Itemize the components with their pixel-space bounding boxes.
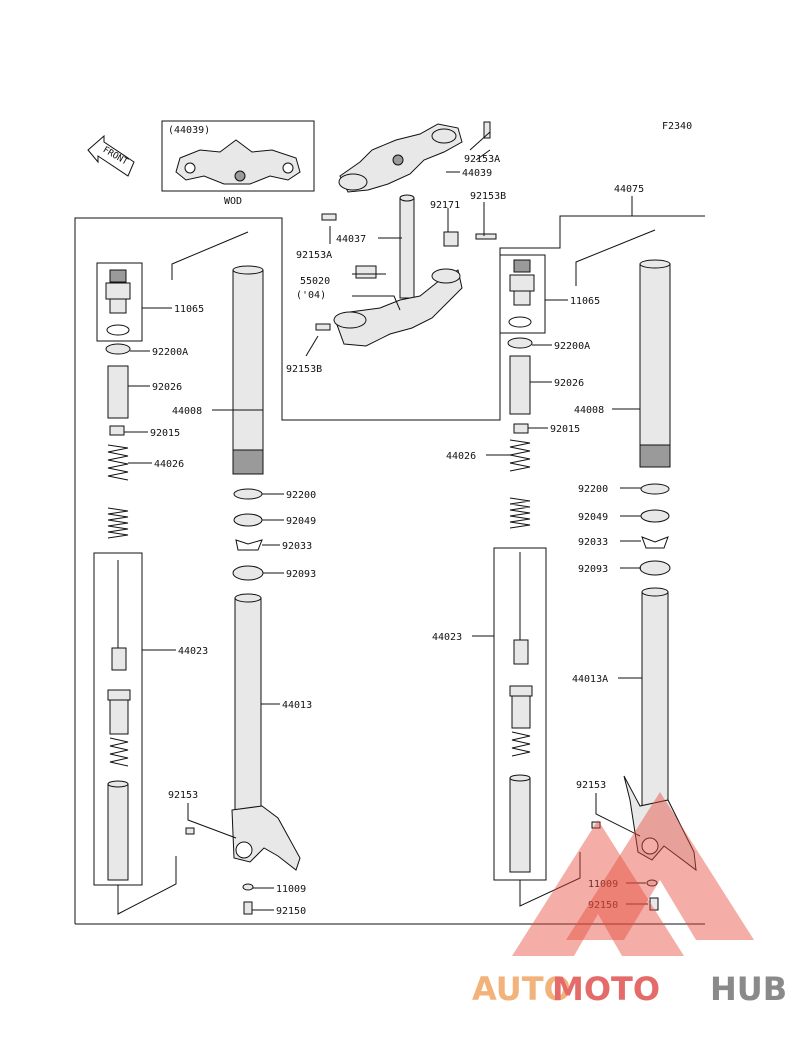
inset-box: (44039) WOD [161,120,315,207]
label-right-11065: 11065 [570,296,600,307]
label-right-44013A: 44013A [572,674,608,685]
steering-stem [399,194,415,299]
leader-lines [117,149,656,915]
label-left-44013: 44013 [282,700,312,711]
label-right-44023: 44023 [432,632,462,643]
label-left-92026: 92026 [152,382,182,393]
upper-triple-clamp [338,121,491,193]
label-top-44037: 44037 [336,234,366,245]
label-right-92150: 92150 [588,900,618,911]
watermark-text-auto: AUTO [472,970,571,1008]
part-labels: 11065 92200A 92026 44008 92015 44026 922… [150,154,644,917]
label-right-92033: 92033 [578,537,608,548]
label-left-44008: 44008 [172,406,202,417]
label-right-92153: 92153 [576,780,606,791]
label-left-44023: 44023 [178,646,208,657]
label-right-92093: 92093 [578,564,608,575]
label-top-92153A-2: 92153A [296,250,332,261]
label-top-92171: 92171 [430,200,460,211]
label-right-92026: 92026 [554,378,584,389]
label-right-44075: 44075 [614,184,644,195]
label-right-11009: 11009 [588,879,618,890]
label-left-92150: 92150 [276,906,306,917]
front-arrow-icon: FRONT [87,134,135,177]
right-fork-assembly [493,254,697,911]
watermark-text-moto: MOTO [552,970,660,1008]
watermark-text-hub: HUB [710,970,787,1008]
label-left-92200A: 92200A [152,347,188,358]
label-left-92200: 92200 [286,490,316,501]
label-left-11065: 11065 [174,304,204,315]
label-right-44026: 44026 [446,451,476,462]
label-left-92033: 92033 [282,541,312,552]
label-top-04: ('04) [296,290,326,301]
label-left-92015: 92015 [150,428,180,439]
watermark-logo: AUTO MOTO HUB [472,792,787,1008]
label-left-92153: 92153 [168,790,198,801]
label-right-92200: 92200 [578,484,608,495]
label-right-44008: 44008 [574,405,604,416]
label-top-92153B-1: 92153B [470,191,506,202]
label-left-92049: 92049 [286,516,316,527]
inset-caption: WOD [224,196,242,207]
label-top-55020: 55020 [300,276,330,287]
label-left-44026: 44026 [154,459,184,470]
label-top-92153B-2: 92153B [286,364,322,375]
label-right-92015: 92015 [550,424,580,435]
label-left-11009: 11009 [276,884,306,895]
diagram-code: F2340 [662,121,692,132]
inset-ref: (44039) [168,125,210,136]
label-right-92200A: 92200A [554,341,590,352]
assembly-frame [74,196,705,925]
left-fork-assembly [93,262,301,915]
label-right-92049: 92049 [578,512,608,523]
label-top-44039: 44039 [462,168,492,179]
label-top-92153A-1: 92153A [464,154,500,165]
label-left-92093: 92093 [286,569,316,580]
